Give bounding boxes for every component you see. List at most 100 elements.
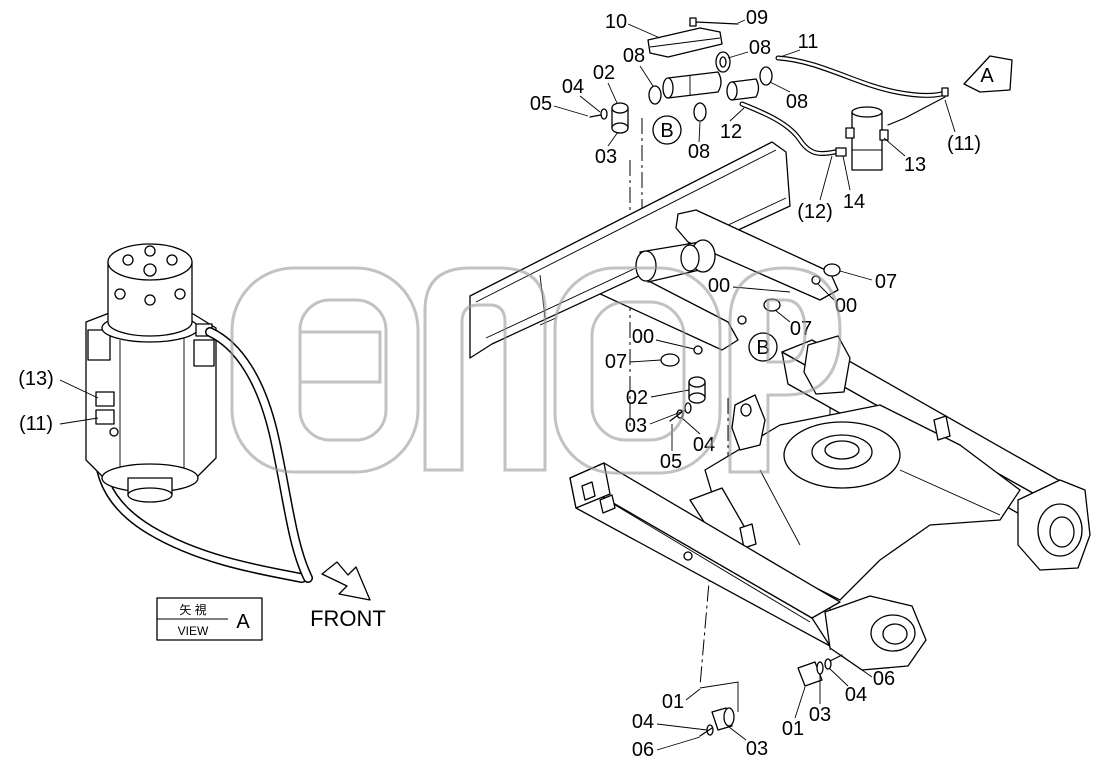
view-marker-b-lower: B bbox=[748, 332, 778, 362]
marker-b-label: B bbox=[660, 120, 673, 142]
marker-circle bbox=[748, 332, 778, 362]
tube-12-inner bbox=[740, 102, 837, 155]
callout-08: 08 bbox=[786, 91, 808, 113]
leader bbox=[737, 19, 746, 24]
bracket-01 bbox=[699, 681, 739, 712]
callout-03: 03 bbox=[746, 738, 768, 760]
washer-03 bbox=[684, 402, 692, 414]
watermark-glyph bbox=[423, 266, 547, 472]
flag-arrow-icon bbox=[963, 55, 1013, 93]
blade-bracket-left bbox=[731, 394, 766, 451]
washer-08-hole bbox=[719, 56, 727, 68]
center-body-rib bbox=[899, 469, 1001, 516]
callout-00: 00 bbox=[708, 275, 730, 297]
port bbox=[166, 254, 178, 266]
callout-11-ref: (11) bbox=[947, 133, 981, 155]
bolt-06 bbox=[829, 654, 843, 662]
bolt-06 bbox=[699, 727, 713, 737]
view-box-view: VIEW bbox=[178, 624, 209, 638]
blade-bracket-right bbox=[803, 335, 851, 395]
bushing-end bbox=[726, 81, 738, 101]
callout-12-ref: (12) bbox=[797, 201, 833, 223]
front-label: FRONT bbox=[310, 606, 386, 631]
leader bbox=[607, 82, 618, 104]
washer-07 bbox=[660, 353, 680, 367]
leader bbox=[649, 409, 687, 425]
fitting-nut bbox=[109, 427, 119, 437]
pin-top bbox=[611, 102, 629, 114]
washer-07 bbox=[823, 263, 841, 277]
flag-a-label: A bbox=[980, 65, 994, 87]
fitting-13 bbox=[95, 391, 115, 407]
callout-13: 13 bbox=[904, 154, 926, 176]
port bbox=[114, 288, 126, 300]
callout-04: 04 bbox=[845, 684, 867, 706]
leader bbox=[839, 270, 873, 281]
valve-port bbox=[845, 127, 855, 139]
washer-03 bbox=[816, 661, 824, 675]
callout-05: 05 bbox=[530, 93, 552, 115]
joint-neck-end bbox=[127, 487, 173, 503]
pin-top bbox=[688, 376, 706, 388]
valve-13 bbox=[835, 106, 889, 171]
shim-00 bbox=[737, 315, 747, 325]
upper-assembly: A B bbox=[589, 17, 1013, 171]
pin-02-lower bbox=[688, 376, 706, 404]
marker-b-label: B bbox=[756, 337, 769, 359]
callout-04: 04 bbox=[562, 76, 584, 98]
lift-cylinder-boss bbox=[680, 244, 700, 272]
view-box-kanji: 矢 視 bbox=[179, 602, 206, 617]
callout-10: 10 bbox=[605, 11, 627, 33]
callout-08: 08 bbox=[623, 45, 645, 67]
beam-edge bbox=[614, 504, 811, 623]
center-joint-view-a bbox=[85, 243, 313, 583]
leader bbox=[819, 155, 833, 201]
frame-pad bbox=[933, 415, 951, 441]
leader bbox=[627, 23, 661, 39]
view-flag-a: A bbox=[963, 55, 1013, 93]
callout-12: 12 bbox=[720, 121, 742, 143]
view-marker-b-upper: B bbox=[652, 115, 682, 145]
callout-06: 06 bbox=[632, 739, 654, 761]
leader bbox=[685, 688, 701, 701]
leader bbox=[779, 49, 801, 58]
leader bbox=[841, 655, 873, 678]
watermark-glyph bbox=[230, 266, 420, 474]
lift-cylinder-end bbox=[635, 250, 657, 282]
track-frame bbox=[569, 335, 1091, 671]
washer-08 bbox=[648, 85, 662, 105]
callout-04: 04 bbox=[632, 711, 654, 733]
blade-top-lip bbox=[475, 149, 777, 303]
callout-07: 07 bbox=[790, 318, 812, 340]
valve-top bbox=[851, 106, 883, 118]
callout-11: 11 bbox=[798, 31, 819, 53]
leader bbox=[59, 417, 99, 425]
pin-01 bbox=[797, 661, 823, 687]
pin-01-end bbox=[723, 707, 735, 727]
leader bbox=[883, 137, 906, 157]
lower-housing-bore-inner bbox=[882, 623, 908, 645]
blade-rib bbox=[539, 317, 557, 326]
leader bbox=[817, 283, 835, 301]
callout-11-ref: (11) bbox=[19, 413, 53, 435]
joint-boss bbox=[193, 339, 215, 367]
leader bbox=[842, 155, 851, 191]
fitting-11 bbox=[95, 409, 115, 425]
port bbox=[143, 263, 157, 277]
watermark-glyph bbox=[590, 300, 686, 442]
cylinder-head-end bbox=[662, 77, 674, 99]
hose-fitting bbox=[941, 87, 949, 97]
leader bbox=[794, 686, 806, 719]
pin-bottom bbox=[611, 122, 629, 134]
watermark-glyph bbox=[298, 298, 388, 442]
valve-port bbox=[879, 129, 889, 141]
leader bbox=[607, 131, 619, 147]
watermark-glyph bbox=[766, 298, 807, 364]
fitting-14 bbox=[835, 147, 847, 157]
callout-06: 06 bbox=[873, 668, 895, 690]
beam-cutout bbox=[599, 494, 616, 514]
leader bbox=[698, 121, 701, 143]
callout-07: 07 bbox=[875, 271, 897, 293]
center-body-rib bbox=[759, 469, 801, 546]
